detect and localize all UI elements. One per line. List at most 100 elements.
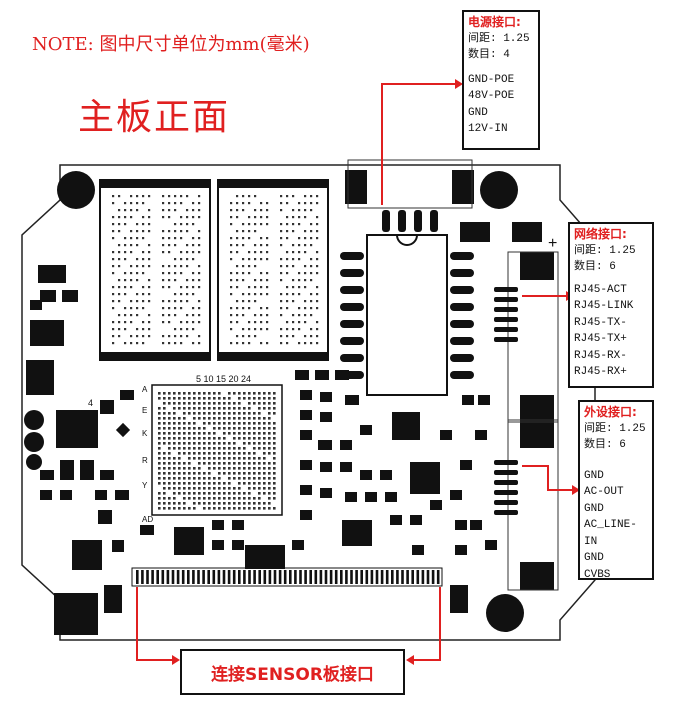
bga-ball xyxy=(213,422,216,425)
bga-ball xyxy=(168,487,171,490)
bga-ball xyxy=(248,407,251,410)
memory-dot xyxy=(174,237,177,240)
bga-ball xyxy=(223,452,226,455)
bga-ball xyxy=(258,392,261,395)
bga-ball xyxy=(183,442,186,445)
bga-ball xyxy=(193,437,196,440)
bga-ball xyxy=(223,492,226,495)
bga-ball xyxy=(218,502,221,505)
memory-dot xyxy=(174,202,177,205)
bga-ball xyxy=(183,437,186,440)
memory-dot xyxy=(260,342,263,345)
memory-dot xyxy=(198,265,201,268)
memory-dot xyxy=(230,293,233,296)
bga-ball xyxy=(248,432,251,435)
header-pin xyxy=(345,570,348,584)
bga-ball xyxy=(273,437,276,440)
memory-dot xyxy=(168,195,171,198)
bga-ball xyxy=(258,467,261,470)
memory-dot xyxy=(230,237,233,240)
bga-ball xyxy=(258,492,261,495)
network-pin-pad xyxy=(494,327,518,332)
memory-dot xyxy=(236,195,239,198)
memory-dot xyxy=(298,244,301,247)
memory-dot xyxy=(298,314,301,317)
bga-ball xyxy=(233,497,236,500)
memory-dot xyxy=(168,244,171,247)
memory-dot xyxy=(280,258,283,261)
memory-dot xyxy=(280,223,283,226)
bga-ball xyxy=(178,397,181,400)
bga-ball xyxy=(213,417,216,420)
bga-ball xyxy=(248,467,251,470)
memory-dot xyxy=(192,251,195,254)
bga-ball xyxy=(243,507,246,510)
smd-part xyxy=(345,395,359,405)
memory-dot xyxy=(180,328,183,331)
header-pin xyxy=(391,570,394,584)
memory-dot xyxy=(242,328,245,331)
memory-dot xyxy=(148,279,151,282)
memory-dot xyxy=(124,237,127,240)
memory-dot xyxy=(186,209,189,212)
memory-dot xyxy=(280,328,283,331)
memory-dot xyxy=(248,307,251,310)
bga-ball xyxy=(203,472,206,475)
bga-ball xyxy=(193,427,196,430)
memory-dot xyxy=(198,279,201,282)
memory-dot xyxy=(136,293,139,296)
smd-part xyxy=(485,540,497,550)
memory-dot xyxy=(192,286,195,289)
bga-ball xyxy=(223,482,226,485)
memory-dot xyxy=(118,286,121,289)
smd-part xyxy=(470,520,482,530)
bga-ball xyxy=(273,407,276,410)
memory-dot xyxy=(230,216,233,219)
memory-dot xyxy=(198,314,201,317)
bga-ball xyxy=(238,402,241,405)
bga-ball xyxy=(198,437,201,440)
header-pin xyxy=(171,570,175,584)
bga-ball xyxy=(263,437,266,440)
bga-ball xyxy=(253,472,256,475)
header-pin xyxy=(355,570,358,584)
bga-ball xyxy=(243,482,246,485)
bga-ball xyxy=(178,447,181,450)
memory-dot xyxy=(136,279,139,282)
bga-ball xyxy=(218,407,221,410)
memory-dot xyxy=(266,272,269,275)
bga-ball xyxy=(203,437,206,440)
power-connector-left-pad xyxy=(345,170,367,204)
memory-dot xyxy=(310,265,313,268)
memory-dot xyxy=(242,195,245,198)
bga-ball xyxy=(248,442,251,445)
memory-dot xyxy=(260,272,263,275)
bga-ball xyxy=(168,427,171,430)
bga-ball xyxy=(183,432,186,435)
bga-ball xyxy=(223,497,226,500)
memory-dot xyxy=(242,342,245,345)
memory-dot xyxy=(310,293,313,296)
bga-ball xyxy=(163,392,166,395)
memory-dot xyxy=(230,328,233,331)
memory-dot xyxy=(148,335,151,338)
memory-dot xyxy=(168,307,171,310)
bga-ball xyxy=(273,422,276,425)
bga-ball xyxy=(238,487,241,490)
memory-dot xyxy=(248,293,251,296)
bga-ball xyxy=(273,442,276,445)
header-pin xyxy=(151,570,154,584)
memory-dot xyxy=(236,314,239,317)
bga-ball xyxy=(193,402,196,405)
memory-dot xyxy=(230,202,233,205)
bga-ball xyxy=(173,417,176,420)
memory-dot xyxy=(242,335,245,338)
memory-dot xyxy=(236,230,239,233)
memory-dot xyxy=(174,307,177,310)
bga-ball xyxy=(163,417,166,420)
bga-ball xyxy=(158,447,161,450)
bga-ball xyxy=(263,477,266,480)
memory-dot xyxy=(124,307,127,310)
smd-part xyxy=(360,470,372,480)
smd-part xyxy=(212,540,224,550)
